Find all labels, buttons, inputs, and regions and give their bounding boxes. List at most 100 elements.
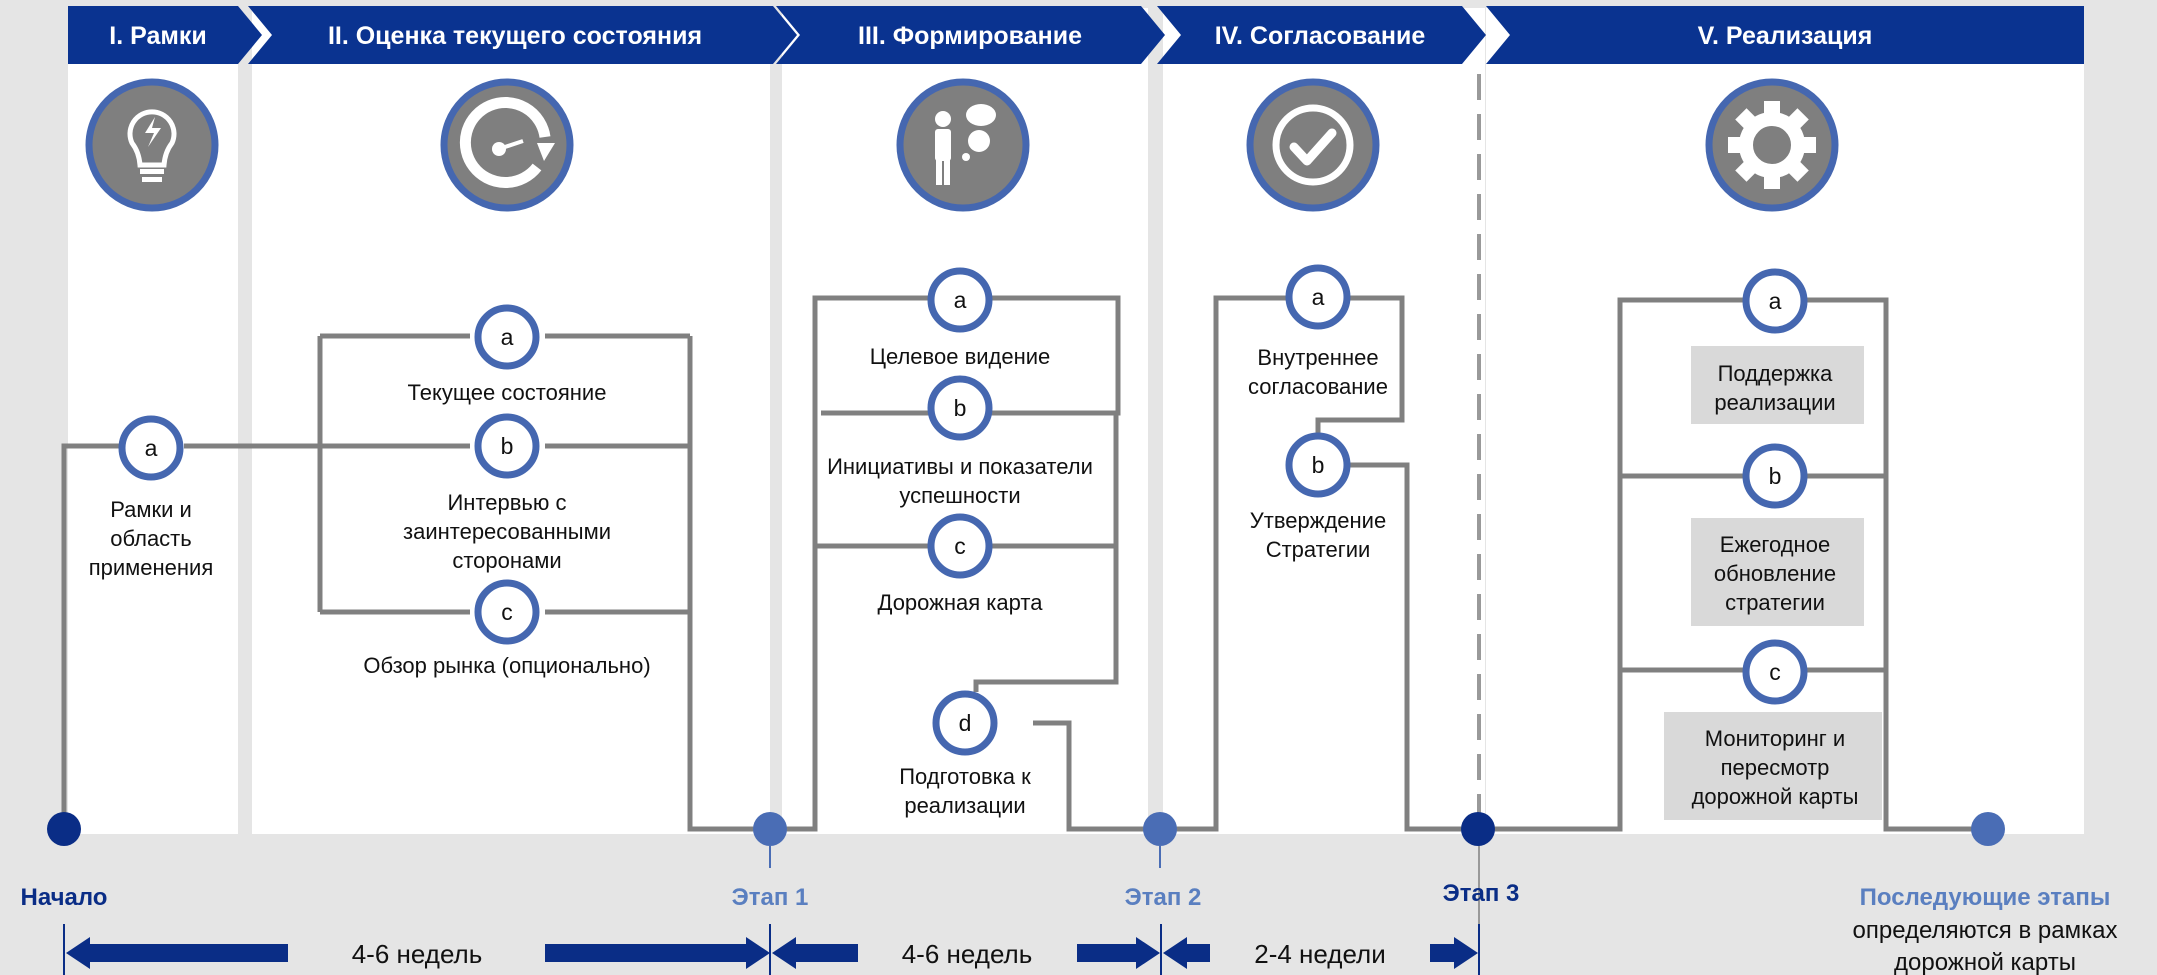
connector-line: [770, 295, 928, 832]
phase-header-2: [248, 6, 797, 64]
person-body: [935, 129, 951, 161]
step-label-line: применения: [89, 555, 214, 580]
thinking-person-icon: [896, 78, 1030, 212]
phase-header-1: [68, 6, 262, 64]
step-node: b: [474, 413, 540, 479]
step-circle: [118, 415, 184, 481]
milestone-label: Этап 1: [732, 884, 809, 911]
phase-title-1: I. Рамки: [109, 22, 206, 50]
step-circle: [927, 513, 993, 579]
step-letter: a: [1769, 288, 1782, 314]
step-node: c: [927, 513, 993, 579]
step-label-line: Целевое видение: [870, 344, 1051, 369]
step-label-line: Мониторинг и: [1705, 726, 1845, 751]
step-label: Инициативы и показатели успешности: [827, 454, 1093, 508]
step-letter: a: [1312, 284, 1325, 310]
step-letter: c: [1769, 659, 1781, 685]
step-label-line: Дорожная карта: [878, 590, 1044, 615]
step-letter: b: [1769, 463, 1782, 489]
step-label: Целевое видение: [870, 344, 1051, 369]
phase-title-5: V. Реализация: [1698, 22, 1873, 50]
step-letter: c: [954, 533, 966, 559]
step-label: Рамки и область применения: [89, 497, 214, 580]
step-label-line: сторонами: [452, 548, 561, 573]
connector-line: [61, 443, 123, 829]
step-label-line: Интервью с: [447, 490, 566, 515]
duration-label: 2-4 недели: [1254, 939, 1386, 969]
connector-line: [1479, 297, 1745, 832]
step-circle: [1285, 264, 1351, 330]
step-label-line: реализации: [1714, 390, 1835, 415]
step-node: c: [1742, 639, 1808, 705]
phase-header-5: [1486, 6, 2084, 64]
milestone-dot: [1971, 812, 2005, 846]
icon-circle: [896, 78, 1030, 212]
step-letter: a: [145, 435, 158, 461]
gauge-needle: [498, 139, 524, 151]
step-circle: [1742, 443, 1808, 509]
step-label-line: Текущее состояние: [408, 380, 607, 405]
step-label-line: дорожной карты: [1692, 784, 1859, 809]
phase-header-4: [1157, 6, 1486, 64]
icon-circle: [85, 78, 219, 212]
step-label-line: стратегии: [1725, 590, 1825, 615]
step-node: b: [927, 375, 993, 441]
step-label-line: согласование: [1248, 374, 1388, 399]
step-letter: b: [501, 433, 514, 459]
lightbulb-icon: [85, 78, 219, 212]
phase-title-3: III. Формирование: [858, 22, 1082, 50]
step-letter: a: [501, 324, 514, 350]
thought-bubble: [968, 130, 990, 152]
connector-line: [1805, 297, 1988, 832]
milestone-dot: [47, 812, 81, 846]
step-label-line: Рамки и: [110, 497, 192, 522]
step-label-line: успешности: [899, 483, 1020, 508]
step-circle: [927, 375, 993, 441]
milestone-name: Начало: [21, 884, 108, 911]
step-letter: b: [954, 395, 967, 421]
bulb-base: [142, 177, 162, 182]
milestone-name: Этап 2: [1125, 884, 1202, 911]
step-node: d: [932, 690, 998, 756]
step-label: Мониторинг и пересмотр дорожной карты: [1692, 726, 1859, 809]
milestone-name: Последующие этапы: [1860, 884, 2111, 911]
step-label-line: Инициативы и показатели: [827, 454, 1093, 479]
speedometer-icon: [440, 78, 574, 212]
step-label: Дорожная карта: [878, 590, 1044, 615]
step-label-line: пересмотр: [1721, 755, 1830, 780]
milestone-label: Этап 2: [1125, 884, 1202, 911]
step-circle: [1285, 432, 1351, 498]
connector-line: [1162, 295, 1288, 832]
step-letter: a: [954, 287, 967, 313]
label-box: [1664, 712, 1882, 820]
phase-title-2: II. Оценка текущего состояния: [328, 22, 702, 50]
icon-circle: [1246, 78, 1380, 212]
duration-arrow-right: [1430, 937, 1478, 969]
duration-arrow-left: [1163, 937, 1210, 969]
step-label-line: область: [110, 526, 191, 551]
step-circle: [932, 690, 998, 756]
person-leg: [936, 159, 942, 185]
step-node: c: [474, 579, 540, 645]
step-label: Обзор рынка (опционально): [363, 653, 650, 678]
duration-label: 4-6 недель: [352, 939, 483, 969]
checkmark-icon: [1246, 78, 1380, 212]
thought-bubble: [966, 104, 996, 126]
milestone-name: Этап 3: [1443, 880, 1520, 907]
step-label-line: Поддержка: [1718, 361, 1834, 386]
duration-arrow-left: [66, 937, 288, 969]
step-node: b: [1742, 443, 1808, 509]
gauge-arrow: [537, 143, 555, 161]
milestone-label: Начало: [21, 884, 108, 911]
step-label-line: обновление: [1714, 561, 1836, 586]
step-node: a: [118, 415, 184, 481]
label-box: [1691, 346, 1864, 424]
duration-label: 4-6 недель: [902, 939, 1033, 969]
step-node: a: [927, 267, 993, 333]
step-label-line: Ежегодное: [1720, 532, 1830, 557]
step-node: a: [1285, 264, 1351, 330]
